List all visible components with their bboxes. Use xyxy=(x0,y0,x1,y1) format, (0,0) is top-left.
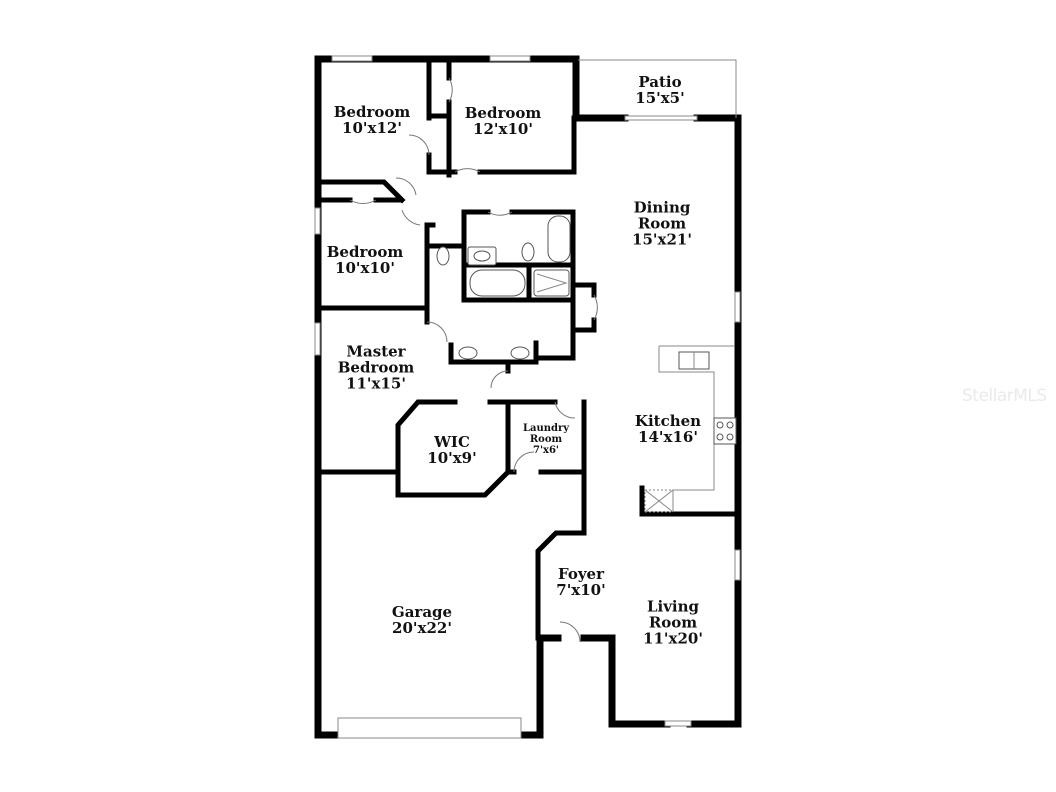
room-label-kitchen: Kitchen 14'x16' xyxy=(634,411,702,446)
fixtures xyxy=(436,215,737,513)
room-label-foyer: Foyer 7'x10' xyxy=(556,564,606,599)
room-label-dining-room: Dining Room 15'x21' xyxy=(632,198,692,250)
room-label-patio: Patio 15'x5' xyxy=(635,72,685,107)
patio-outline xyxy=(578,59,737,118)
room-label-bedroom-1: Bedroom 10'x12' xyxy=(333,102,411,137)
room-label-living-room: Living Room 11'x20' xyxy=(643,597,703,649)
windows xyxy=(314,55,741,739)
room-label-master-bedroom: Master Bedroom 11'x15' xyxy=(337,342,415,394)
room-label-bedroom-2: Bedroom 12'x10' xyxy=(464,103,542,138)
doors xyxy=(349,77,598,643)
interior-walls xyxy=(317,58,741,641)
room-label-wic: WIC 10'x9' xyxy=(427,432,477,467)
watermark: StellarMLS xyxy=(962,386,1047,406)
room-label-laundry-room: Laundry Room 7'x6' xyxy=(522,422,570,456)
room-label-garage: Garage 20'x22' xyxy=(391,602,453,637)
room-label-bedroom-3: Bedroom 10'x10' xyxy=(326,242,404,277)
exterior-walls xyxy=(314,55,742,739)
